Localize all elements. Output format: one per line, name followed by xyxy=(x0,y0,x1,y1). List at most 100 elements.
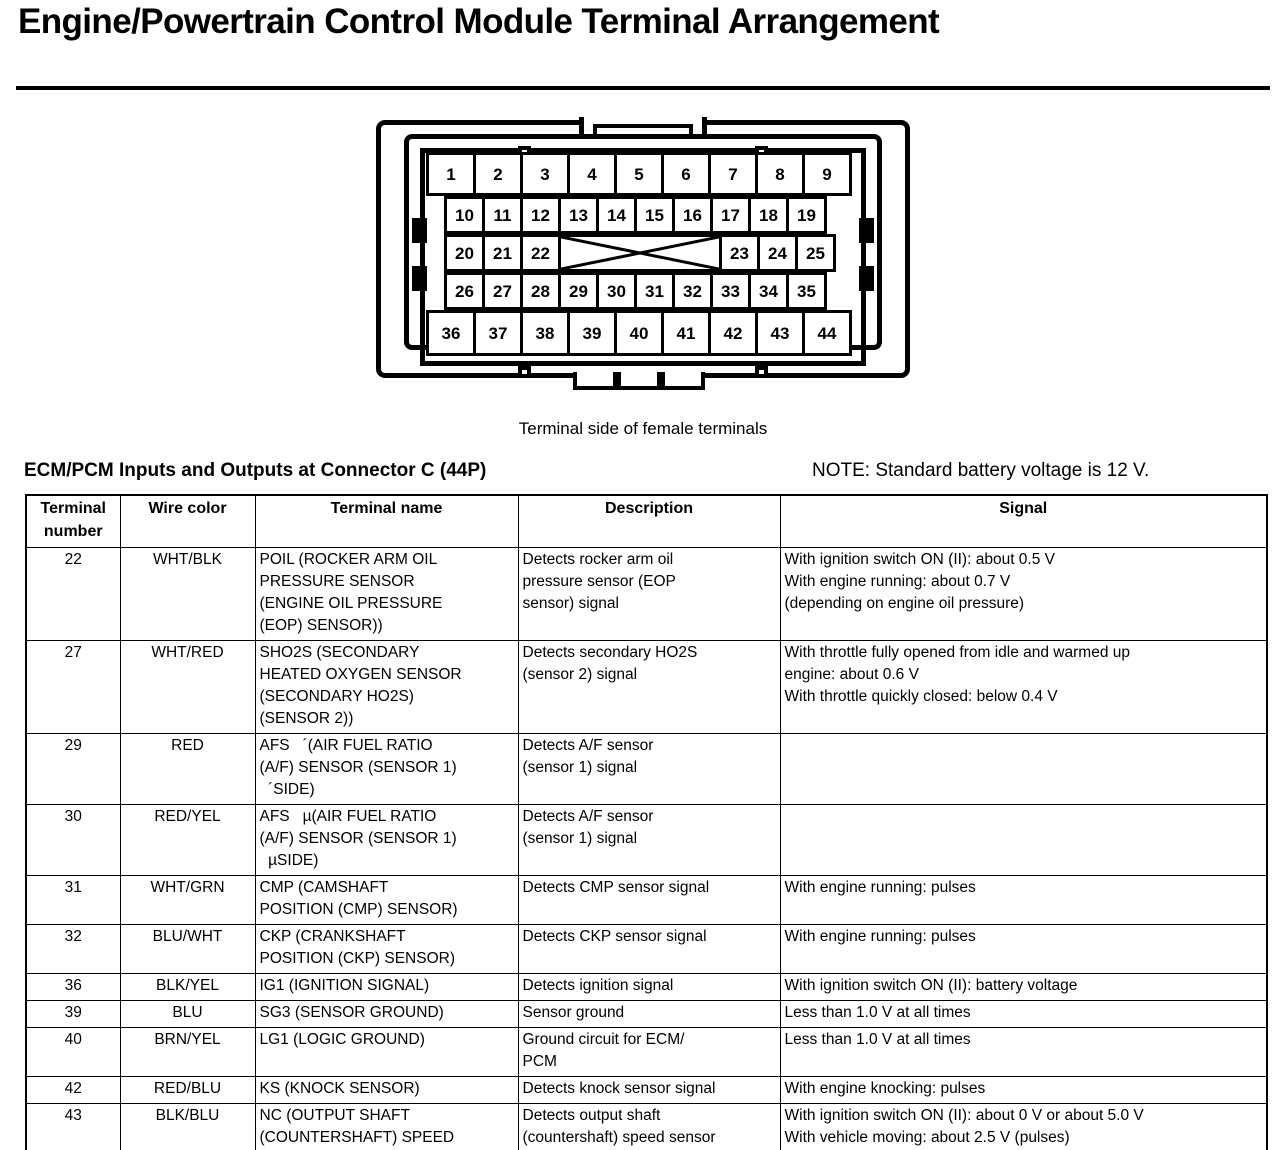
text-line: With vehicle moving: about 2.5 V (pulses… xyxy=(784,1129,1070,1147)
text-line: With ignition switch ON (II): about 0.5 … xyxy=(784,551,1056,569)
section-heading: ECM/PCM Inputs and Outputs at Connector … xyxy=(24,460,487,481)
cell-signal: With ignition switch ON (II): about 0 V … xyxy=(779,1103,1268,1150)
connector-lug-left-upper xyxy=(412,218,427,243)
cell-wire-color: WHT/BLK xyxy=(119,547,256,642)
cell-terminal-number: 30 xyxy=(25,804,121,877)
text-line: POSITION (CKP) SENSOR) xyxy=(259,950,456,968)
connector-pin-7: 7 xyxy=(708,152,758,196)
connector-pin-29: 29 xyxy=(558,272,599,310)
text-line: With engine running: pulses xyxy=(784,879,976,897)
connector-pin-19: 19 xyxy=(786,196,827,234)
connector-pin-23: 23 xyxy=(719,234,760,272)
connector-pin-6: 6 xyxy=(661,152,711,196)
connector-pin-26: 26 xyxy=(444,272,485,310)
connector-pin-43: 43 xyxy=(755,310,805,356)
text-line: 29 xyxy=(64,737,82,755)
connector-top-notch-inner xyxy=(593,124,693,138)
connector-pin-3: 3 xyxy=(520,152,570,196)
cell-terminal-name: CKP (CRANKSHAFT POSITION (CKP) SENSOR) xyxy=(254,924,519,975)
text-line: number xyxy=(43,522,103,540)
cell-description: Detects CMP sensor signal xyxy=(517,875,781,926)
text-line: sensor) signal xyxy=(522,595,620,613)
connector-pin-28: 28 xyxy=(520,272,561,310)
cell-wire-color: WHT/GRN xyxy=(119,875,256,926)
connector-pin-42: 42 xyxy=(708,310,758,356)
connector-pin-20: 20 xyxy=(444,234,485,272)
cell-signal: With engine running: pulses xyxy=(779,924,1268,975)
text-line: Detects output shaft xyxy=(522,1107,661,1125)
cell-description: Detects A/F sensor (sensor 1) signal xyxy=(517,733,781,806)
connector-pin-27: 27 xyxy=(482,272,523,310)
col-header-wire-color: Wire color xyxy=(119,494,256,549)
text-line: With throttle fully opened from idle and… xyxy=(784,644,1130,662)
connector-pin-32: 32 xyxy=(672,272,713,310)
text-line: (SENSOR 2)) xyxy=(259,710,354,728)
cell-terminal-number: 39 xyxy=(25,1000,121,1029)
text-line: BLK/BLU xyxy=(155,1107,220,1125)
connector-pin-36: 36 xyxy=(426,310,476,356)
connector-pin-44: 44 xyxy=(802,310,852,356)
text-line: Sensor ground xyxy=(522,1004,625,1022)
text-line: SG3 (SENSOR GROUND) xyxy=(259,1004,444,1022)
text-line: BLK/YEL xyxy=(156,977,219,995)
connector-bottom-tab-2 xyxy=(617,372,661,390)
connector-pin-14: 14 xyxy=(596,196,637,234)
connector-lug-right-lower xyxy=(859,266,874,291)
connector-pin-2: 2 xyxy=(473,152,523,196)
text-line: With throttle quickly closed: below 0.4 … xyxy=(784,688,1058,706)
text-line: (EOP) SENSOR)) xyxy=(259,617,383,635)
connector-key-bottom-right xyxy=(755,366,768,378)
text-line: Less than 1.0 V at all times xyxy=(784,1031,971,1049)
connector-pin-9: 9 xyxy=(802,152,852,196)
cell-terminal-name: AFS ´(AIR FUEL RATIO (A/F) SENSOR (SENSOR… xyxy=(254,733,519,806)
text-line: (sensor 1) signal xyxy=(522,759,638,777)
cell-wire-color: BLU/WHT xyxy=(119,924,256,975)
cell-wire-color: BRN/YEL xyxy=(119,1027,256,1078)
text-line: Ground circuit for ECM/ xyxy=(522,1031,685,1049)
text-line: Detects ignition signal xyxy=(522,977,674,995)
connector-pin-17: 17 xyxy=(710,196,751,234)
cell-signal: With ignition switch ON (II): about 0.5 … xyxy=(779,547,1268,642)
connector-pin-40: 40 xyxy=(614,310,664,356)
cell-description: Sensor ground xyxy=(517,1000,781,1029)
text-line: CKP (CRANKSHAFT xyxy=(259,928,406,946)
text-line: (sensor 1) signal xyxy=(522,830,638,848)
cell-wire-color: WHT/RED xyxy=(119,640,256,735)
connector-bottom-tab-1 xyxy=(573,372,617,390)
cell-wire-color: RED/YEL xyxy=(119,804,256,877)
page-title: Engine/Powertrain Control Module Termina… xyxy=(18,2,940,41)
connector-blank-x-cell xyxy=(558,234,722,272)
cell-description: Detects knock sensor signal xyxy=(517,1076,781,1105)
text-line: (A/F) SENSOR (SENSOR 1) xyxy=(259,759,457,777)
text-line: Terminal xyxy=(40,500,107,517)
text-line: Detects A/F sensor xyxy=(522,737,654,755)
cell-terminal-number: 31 xyxy=(25,875,121,926)
cell-signal: Less than 1.0 V at all times xyxy=(779,1027,1268,1078)
connector-pin-11: 11 xyxy=(482,196,523,234)
cell-terminal-number: 29 xyxy=(25,733,121,806)
text-line: PRESSURE SENSOR xyxy=(259,573,415,591)
cell-wire-color: BLU xyxy=(119,1000,256,1029)
cell-description: Detects secondary HO2S(sensor 2) signal xyxy=(517,640,781,735)
text-line: PCM xyxy=(522,1053,557,1071)
cell-description: Detects CKP sensor signal xyxy=(517,924,781,975)
text-line: POIL (ROCKER ARM OIL xyxy=(259,551,438,569)
cell-description: Detects output shaft(countershaft) speed… xyxy=(517,1103,781,1150)
cell-wire-color: RED xyxy=(119,733,256,806)
text-line: AFS ´(AIR FUEL RATIO xyxy=(259,737,433,755)
